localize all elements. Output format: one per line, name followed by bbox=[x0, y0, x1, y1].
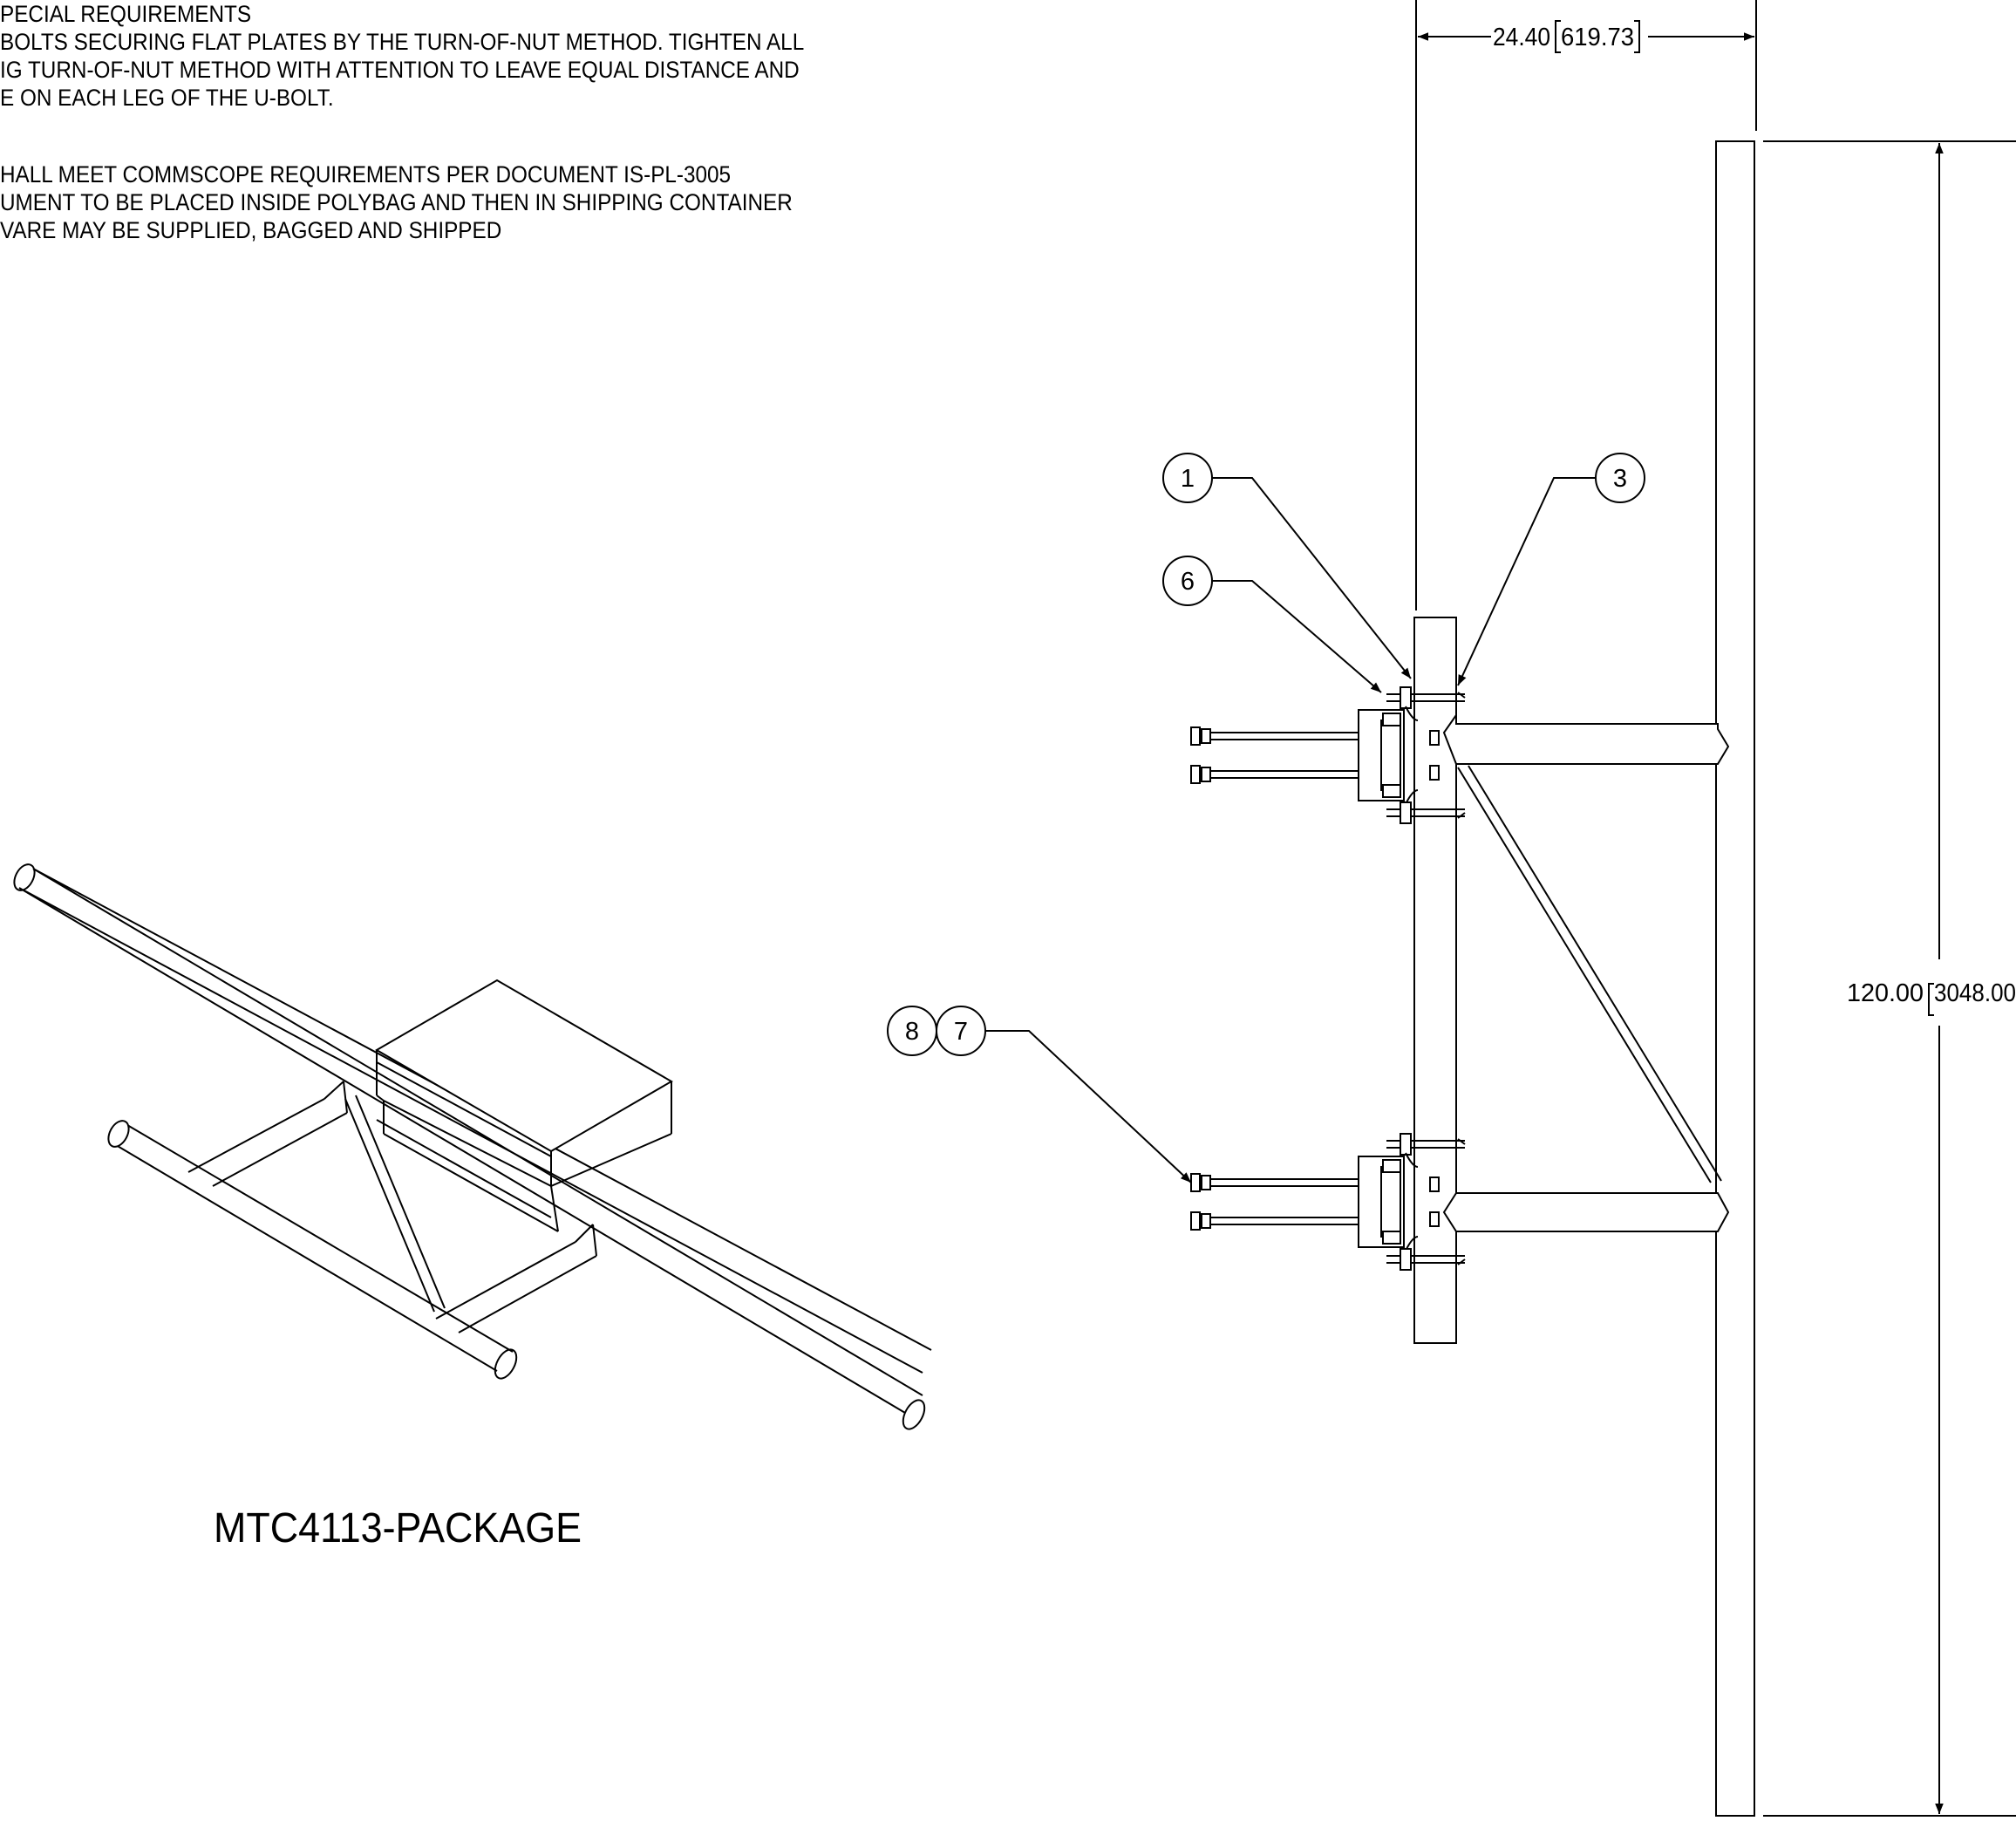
balloon-1-number: 1 bbox=[1181, 465, 1195, 493]
balloon-7: 7 bbox=[936, 1006, 1192, 1183]
note-line: HALL MEET COMMSCOPE REQUIREMENTS PER DOC… bbox=[0, 161, 732, 188]
height-metric-bracket bbox=[1928, 983, 1934, 1016]
height-dimension-value: 120.00 bbox=[1847, 979, 1924, 1007]
note-line: E ON EACH LEG OF THE U-BOLT. bbox=[0, 85, 334, 111]
balloon-7-number: 7 bbox=[954, 1018, 968, 1046]
balloon-8-number: 8 bbox=[905, 1018, 919, 1046]
balloon-3: 3 bbox=[1457, 453, 1645, 686]
balloon-1: 1 bbox=[1162, 453, 1412, 679]
balloon-3-number: 3 bbox=[1613, 465, 1627, 493]
height-dimension bbox=[1763, 140, 2016, 1817]
package-label: MTC4113-PACKAGE bbox=[214, 1505, 582, 1552]
mount-elevation-view bbox=[1413, 140, 1755, 1817]
balloon-6: 6 bbox=[1162, 556, 1382, 693]
width-metric-brackets bbox=[1555, 20, 1640, 53]
note-line: BOLTS SECURING FLAT PLATES BY THE TURN-O… bbox=[0, 29, 805, 55]
special-requirements-notes: PECIAL REQUIREMENTS BOLTS SECURING FLAT … bbox=[0, 0, 805, 244]
width-dimension bbox=[1415, 0, 1757, 610]
note-line: IG TURN-OF-NUT METHOD WITH ATTENTION TO … bbox=[0, 57, 800, 83]
note-line: UMENT TO BE PLACED INSIDE POLYBAG AND TH… bbox=[0, 189, 793, 215]
height-dimension-metric: 3048.00 bbox=[1934, 979, 2016, 1007]
balloon-8: 8 bbox=[887, 1006, 937, 1056]
package-isometric-view bbox=[13, 863, 932, 1430]
width-dimension-value: 24.40 bbox=[1493, 24, 1550, 51]
note-line: PECIAL REQUIREMENTS bbox=[0, 1, 252, 27]
note-line: VARE MAY BE SUPPLIED, BAGGED AND SHIPPED bbox=[0, 217, 502, 243]
width-dimension-metric: 619.73 bbox=[1561, 24, 1634, 51]
balloon-6-number: 6 bbox=[1181, 568, 1195, 596]
